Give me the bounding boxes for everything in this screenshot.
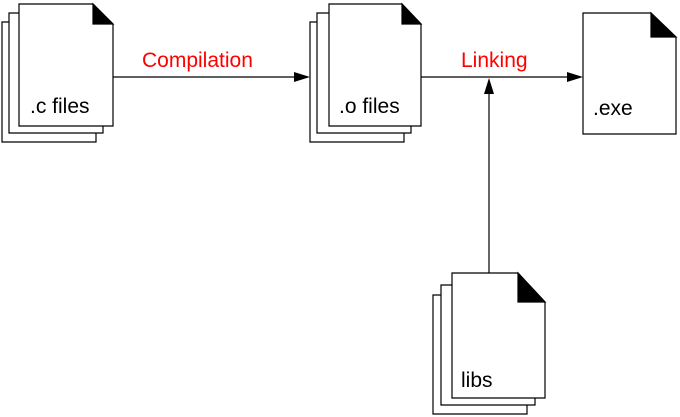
node-label-exe: .exe <box>593 97 633 120</box>
node-label-libs: libs <box>461 369 493 392</box>
arrowhead-icon <box>484 78 494 94</box>
node-libs: libs <box>432 271 547 415</box>
node-exe: .exe <box>582 11 678 135</box>
edge-linking: Linking <box>421 49 583 82</box>
file-stack-icon <box>1 2 115 143</box>
edge-label-compilation: Compilation <box>142 49 253 72</box>
node-o-files: .o files <box>309 2 423 143</box>
arrowhead-icon <box>294 72 310 82</box>
edge-libs-link <box>484 78 494 273</box>
edge-compilation: Compilation <box>113 49 310 82</box>
node-label-c-files: .c files <box>30 95 90 118</box>
file-stack-icon <box>309 2 423 143</box>
node-label-o-files: .o files <box>339 95 400 118</box>
arrowhead-icon <box>567 72 583 82</box>
edge-label-linking: Linking <box>461 49 528 72</box>
file-icon <box>582 11 678 135</box>
file-stack-icon <box>432 271 547 415</box>
node-c-files: .c files <box>1 2 115 143</box>
